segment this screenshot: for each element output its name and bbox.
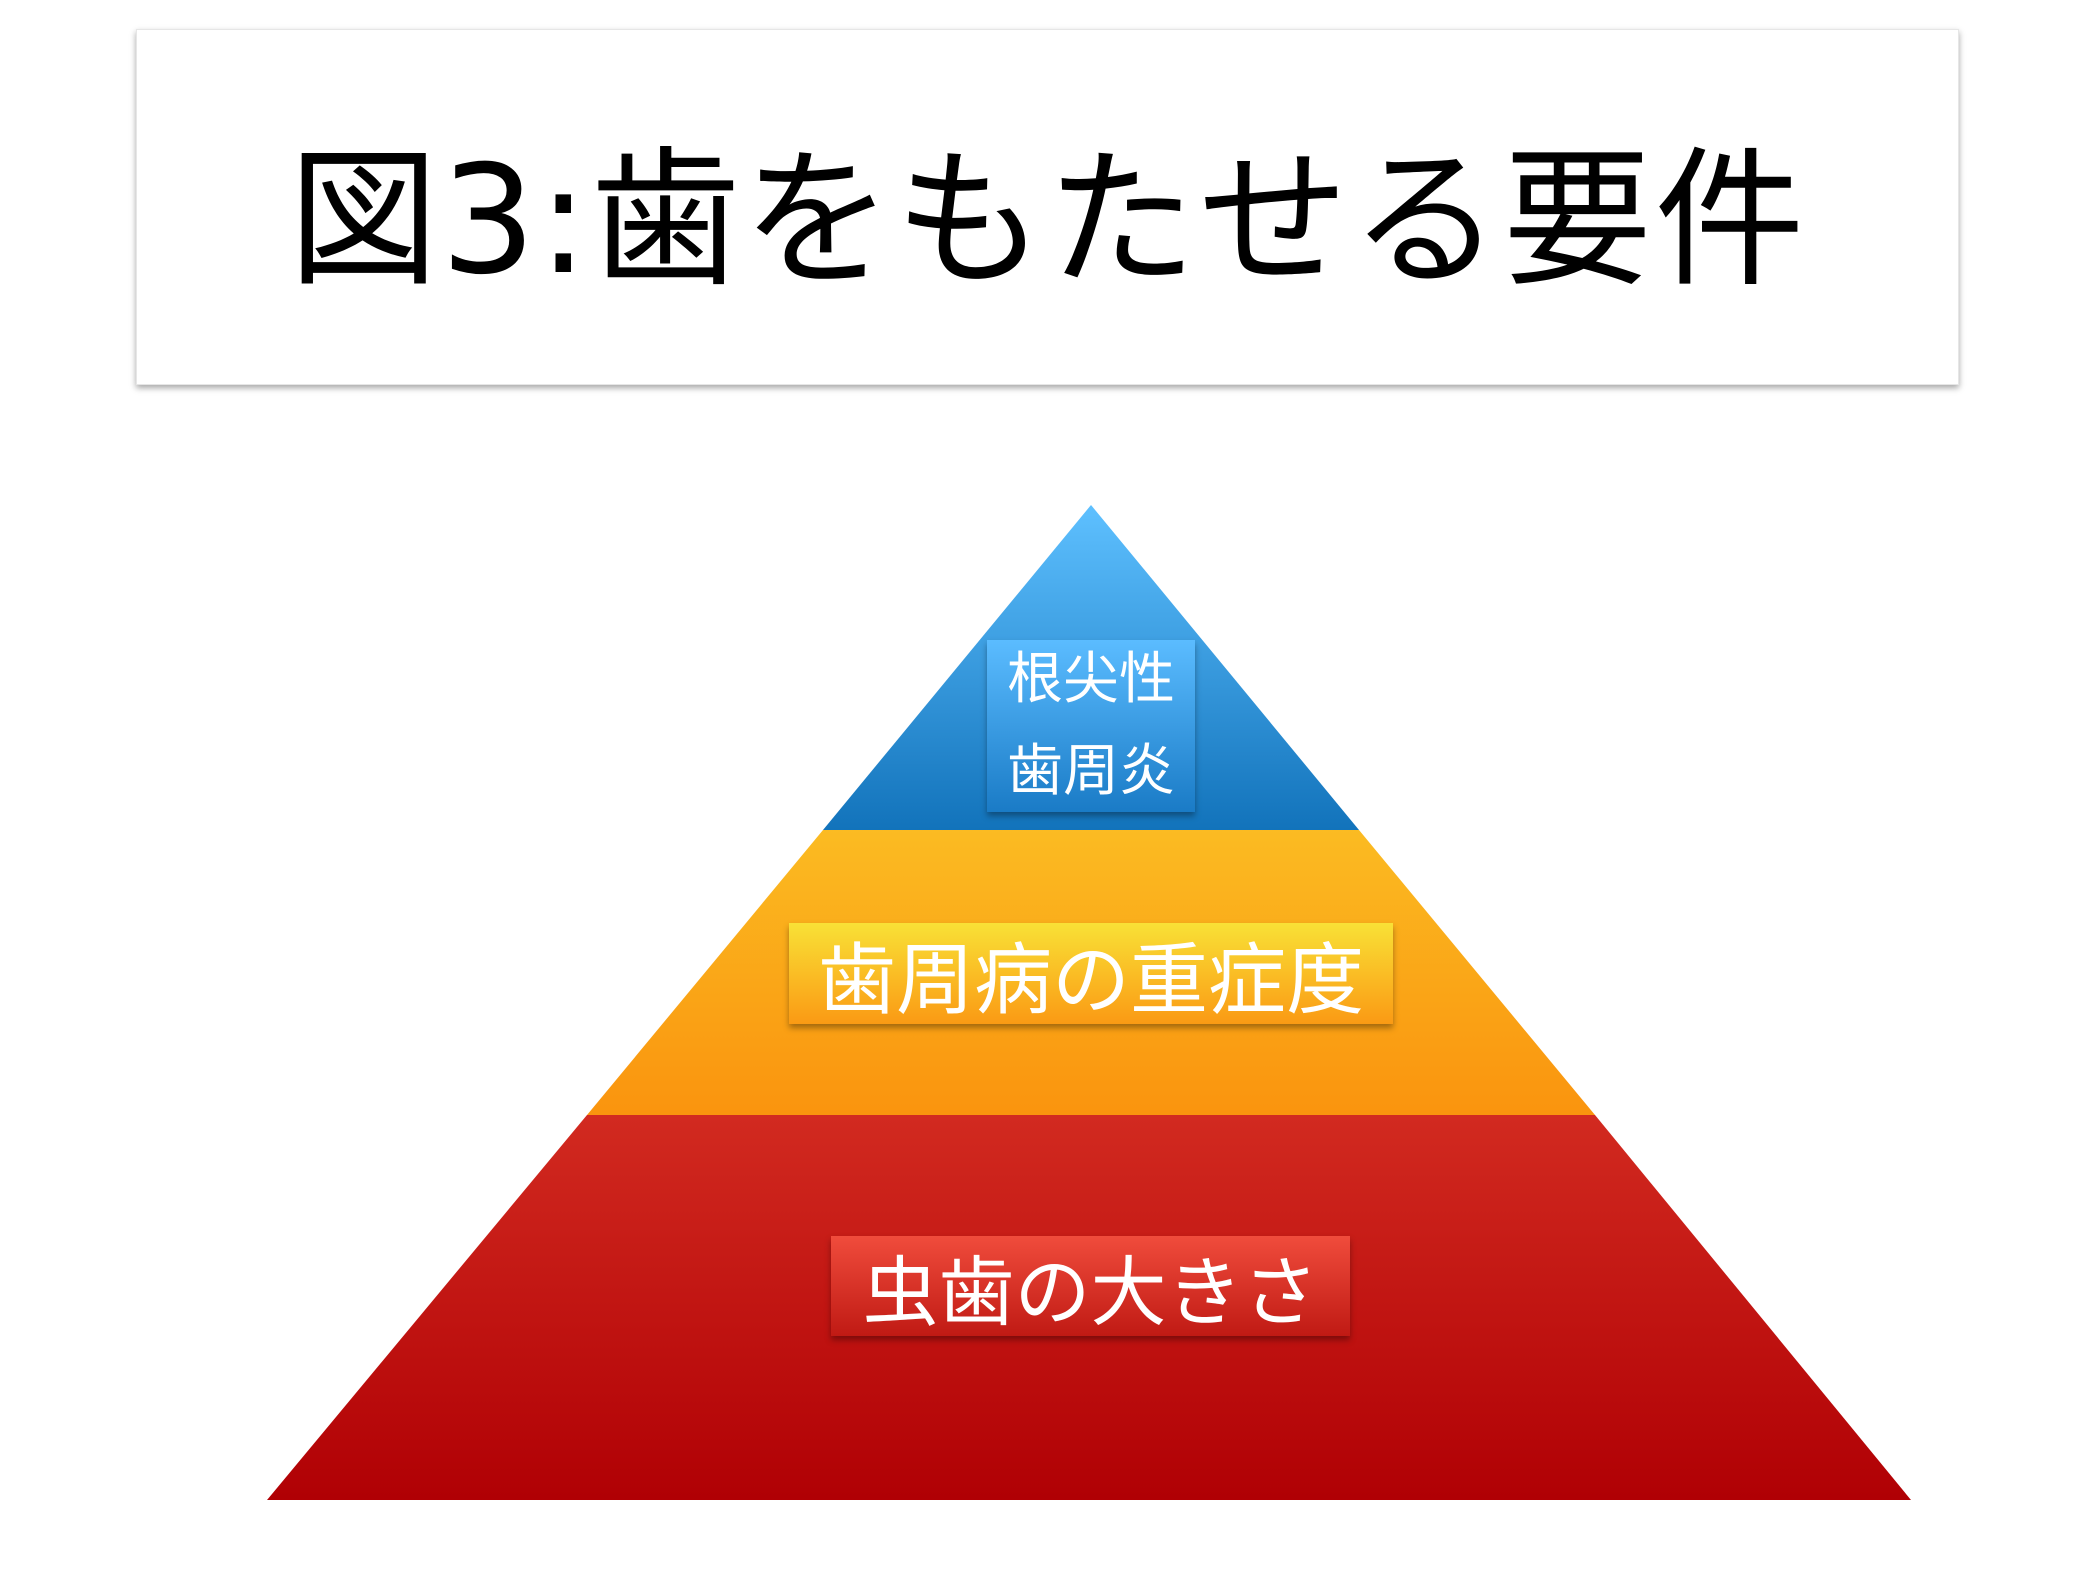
label-top-line2: 歯周炎	[1007, 739, 1175, 804]
label-bottom-text: 虫歯の大きさ	[862, 1248, 1319, 1337]
label-middle-text: 歯周病の重症度	[817, 935, 1364, 1026]
label-periodontal-severity: 歯周病の重症度	[789, 923, 1393, 1026]
title-box: 図3:歯をもたせる要件	[136, 29, 1959, 385]
label-caries-size: 虫歯の大きさ	[831, 1236, 1350, 1337]
label-periapical-periodontitis: 根尖性 歯周炎	[987, 640, 1195, 812]
label-top-line1: 根尖性	[1007, 647, 1175, 712]
page-title: 図3:歯をもたせる要件	[288, 133, 1807, 308]
